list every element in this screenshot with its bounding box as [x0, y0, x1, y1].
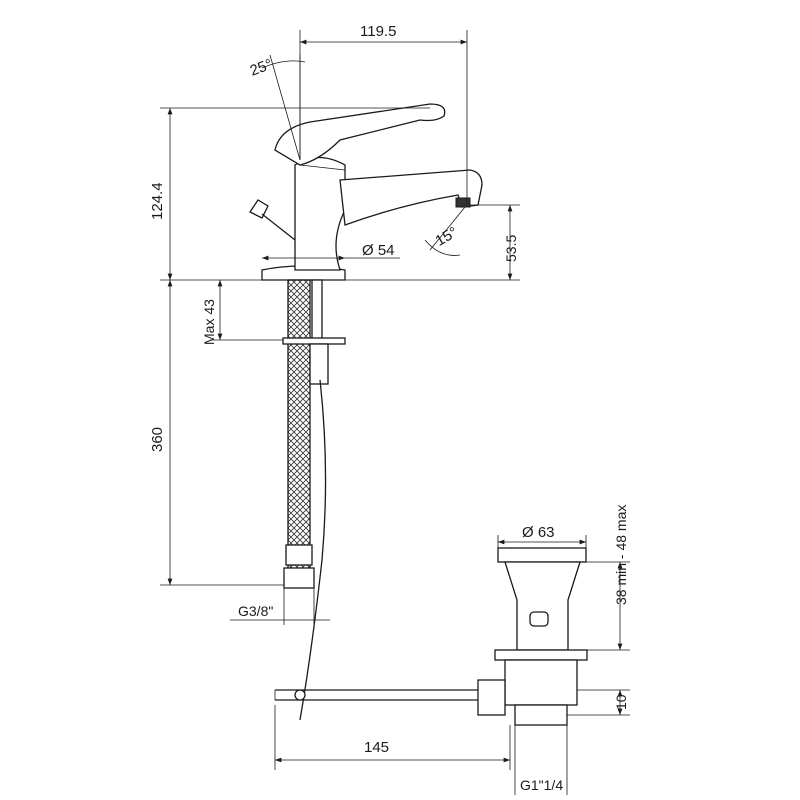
label-handle-angle: 25°: [248, 56, 275, 80]
label-base-diameter: Ø 54: [362, 242, 395, 259]
label-spout-angle: 15°: [433, 224, 461, 250]
label-total-height: 124.4: [149, 182, 166, 220]
drain-flange: [497, 547, 587, 563]
hose-nut: [283, 567, 315, 589]
label-hose-thread: G3/8": [238, 603, 273, 619]
label-max-deck: Max 43: [201, 299, 217, 345]
flex-hose: [287, 279, 311, 581]
label-drain-thread: G1"1/4: [520, 777, 563, 793]
aerator: [455, 197, 471, 208]
faucet-spout: [339, 169, 483, 226]
popup-rod: [299, 379, 327, 721]
drain-nut: [494, 649, 588, 661]
label-spout-height: 53.5: [503, 235, 519, 262]
fixing-nut: [309, 343, 329, 385]
rod-clip: [294, 689, 306, 701]
drain-assembly: [274, 547, 588, 726]
label-spout-reach: 119.5: [360, 23, 396, 40]
dimension-labels: 119.5 25° 124.4 Ø 54 15° 53.5 Max 43 360…: [149, 23, 629, 793]
label-hose-length: 360: [149, 427, 166, 452]
label-rod-length: 145: [364, 739, 389, 756]
faucet-body: [294, 156, 346, 271]
underdeck-assembly: [282, 279, 346, 721]
hose-crimp: [285, 544, 313, 566]
popup-knob: [249, 199, 269, 219]
drain-tailpiece: [504, 659, 578, 706]
overflow-slot: [529, 611, 549, 627]
drain-body: [504, 561, 581, 651]
lever-handle: [274, 103, 446, 166]
label-drain-range: 38 min - 48 max: [613, 505, 629, 605]
label-drain-diameter: Ø 63: [522, 524, 555, 541]
rod-connector: [477, 679, 506, 716]
label-drain-offset: 10: [613, 694, 629, 710]
mounting-plate: [282, 337, 346, 345]
drain-thread: [514, 704, 568, 726]
dimension-lines: [160, 30, 630, 795]
